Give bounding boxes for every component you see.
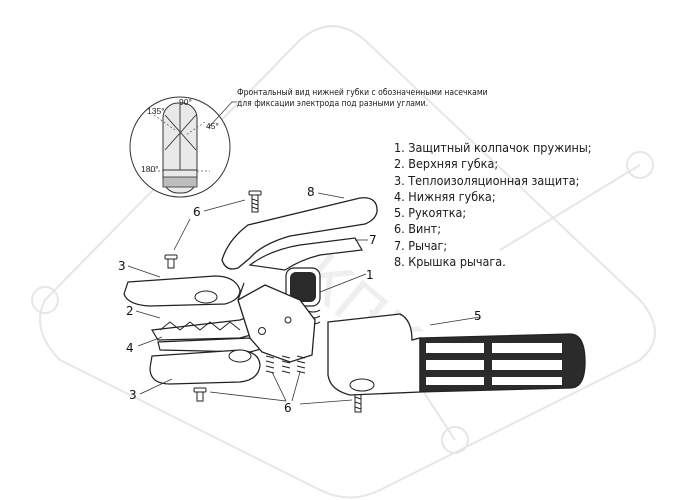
callout-1: 1 <box>366 268 374 282</box>
legend-item-4: 4. Нижняя губка; <box>394 188 496 204</box>
jaw-front-view-inset: 135° 90° 45° 180° <box>129 96 237 198</box>
callout-numbers: 8 6 7 3 1 2 5 4 3 6 <box>118 185 482 415</box>
parts-legend: 1. Защитный колпачок пружины; 2. Верхняя… <box>394 140 592 270</box>
angle-180-label: 180° <box>141 164 159 174</box>
handle-part-5 <box>327 313 586 396</box>
leader-lines <box>127 192 481 405</box>
legend-item-6: 6. Винт; <box>394 221 442 237</box>
callout-3-bottom: 3 <box>129 388 137 402</box>
callout-6-top: 6 <box>193 205 201 219</box>
angle-135-label: 135° <box>147 106 165 116</box>
angle-45-label: 45° <box>206 121 219 131</box>
legend-item-1: 1. Защитный колпачок пружины; <box>394 140 592 155</box>
legend-item-8: 8. Крышка рычага. <box>394 254 506 270</box>
heat-shield-top-part-3 <box>123 275 241 307</box>
spring-cap-part-1 <box>285 267 321 325</box>
jaws-assembly-parts-2-4 <box>151 282 316 363</box>
legend-item-2: 2. Верхняя губка; <box>394 156 499 172</box>
caption-line-2: для фиксации электрода под разными углам… <box>237 99 429 109</box>
hinge-springs <box>265 355 306 374</box>
callout-6-bottom: 6 <box>284 401 292 415</box>
angle-90-label: 90° <box>179 97 192 107</box>
callout-7: 7 <box>369 233 377 247</box>
lever-part-7 <box>248 237 363 271</box>
callout-3-top: 3 <box>118 259 126 273</box>
inset-caption: Фронтальный вид нижней губки с обозначен… <box>237 88 488 110</box>
legend-item-7: 7. Рычаг; <box>394 237 448 253</box>
callout-4: 4 <box>126 341 134 355</box>
legend-item-5: 5. Рукоятка; <box>394 205 467 221</box>
legend-item-3: 3. Теплоизоляционная защита; <box>394 172 580 188</box>
callout-8: 8 <box>307 185 315 199</box>
caption-line-1: Фронтальный вид нижней губки с обозначен… <box>237 88 488 98</box>
lever-cover-part-8 <box>221 197 378 270</box>
callout-5: 5 <box>474 309 482 323</box>
callout-2: 2 <box>126 304 134 318</box>
